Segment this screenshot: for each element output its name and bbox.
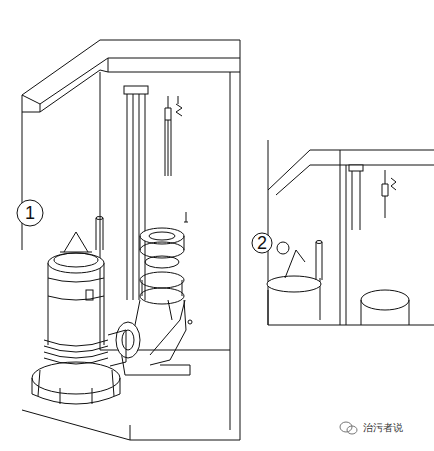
callout-number: 2 — [257, 233, 267, 253]
watermark: 治污者说 — [363, 422, 403, 434]
callout-number: 1 — [25, 203, 35, 223]
